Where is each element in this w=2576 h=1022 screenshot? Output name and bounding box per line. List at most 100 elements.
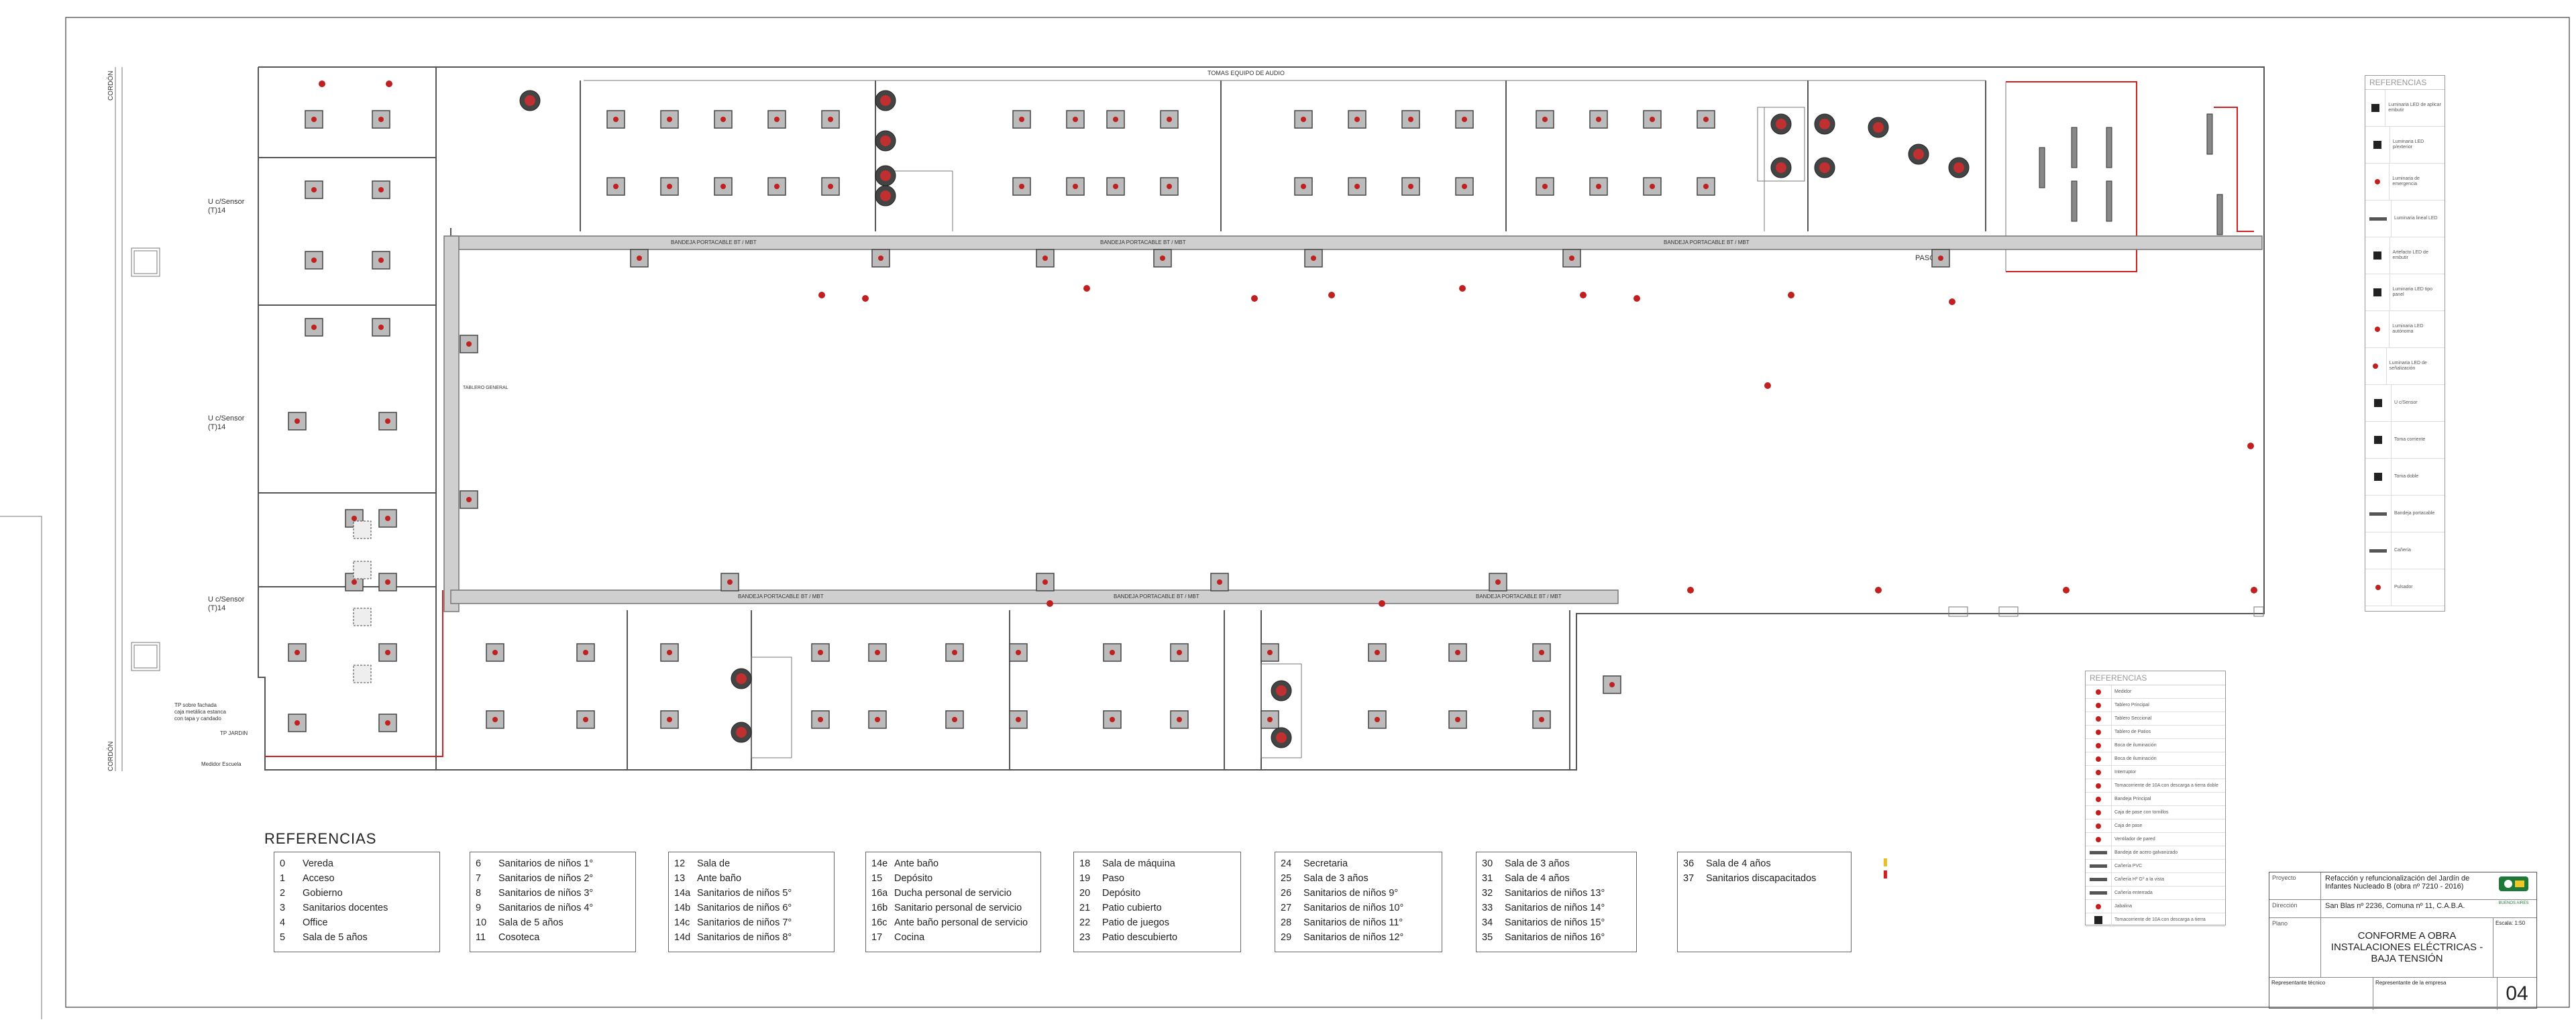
reference-text: Sanitarios de niños 14°	[1505, 903, 1605, 913]
luminaire-center-icon	[378, 258, 384, 263]
emergency-light-icon	[353, 561, 372, 579]
socket-icon	[1580, 292, 1587, 298]
reference-text: Sala de máquina	[1102, 858, 1175, 869]
luminaire-center-icon	[1167, 117, 1172, 122]
circle-icon	[2086, 685, 2112, 698]
luminaire-center-icon	[637, 255, 642, 261]
references-title: REFERENCIAS	[264, 830, 377, 847]
reference-number: 25	[1281, 873, 1292, 884]
round-luminaire-center-icon	[880, 190, 891, 201]
luminaire-center-icon	[1569, 255, 1574, 261]
luminaire-center-icon	[1462, 184, 1467, 189]
lower-room-walls	[627, 610, 1570, 770]
svg-text:con tapa y candado: con tapa y candado	[174, 716, 221, 722]
luminaire-icon	[305, 110, 323, 129]
reference-text: Sala de 4 años	[1505, 873, 1570, 884]
luminaire-center-icon	[1703, 184, 1709, 189]
color-swatch-red	[1884, 870, 1887, 878]
circle-icon	[2365, 348, 2387, 384]
reference-number: 32	[1482, 888, 1493, 899]
reference-text: Ante baño personal de servicio	[894, 917, 1028, 928]
reference-number: 4	[280, 917, 286, 928]
outlet-icon	[2365, 459, 2392, 495]
linear-luminaire-icon	[2206, 113, 2213, 155]
bar-icon	[2086, 846, 2112, 859]
reference-text: Sala de 5 años	[303, 932, 368, 943]
plano-title-1: CONFORME A OBRA	[2357, 930, 2457, 942]
color-swatch-yellow	[1884, 858, 1887, 866]
luminaire-center-icon	[311, 258, 317, 263]
luminaire-center-icon	[1113, 184, 1118, 189]
symbols-legend: REFERENCIAS Luminaria LED de aplicar emb…	[2365, 75, 2445, 612]
reference-text: Cocina	[894, 932, 925, 943]
legend-row: Cañería PVC	[2086, 860, 2225, 873]
luminaire-center-icon	[378, 187, 384, 192]
luminaire-center-icon	[1650, 184, 1655, 189]
legend-row: Interruptor	[2086, 766, 2225, 779]
legend-row: Tablero de Patios	[2086, 726, 2225, 739]
legend-row: Caja de pase	[2086, 819, 2225, 833]
svg-text:TABLERO GENERAL: TABLERO GENERAL	[463, 386, 508, 390]
luminaire-center-icon	[613, 184, 619, 189]
legend-row: Bandeja Principal	[2086, 793, 2225, 806]
linear-luminaire-icon	[2039, 147, 2045, 188]
reference-text: Sanitarios discapacitados	[1706, 873, 1817, 884]
round-luminaire-center-icon	[1913, 149, 1924, 160]
luminaire-icon	[1562, 249, 1581, 268]
legend-text: Luminaria de emergencia	[2392, 176, 2420, 186]
reference-text: Sanitarios de niños 7°	[697, 917, 792, 928]
luminaire-center-icon	[466, 341, 472, 347]
luminaire-center-icon	[1016, 717, 1021, 722]
legend-row: Toma corriente	[2365, 422, 2445, 459]
legend-row: Medidor	[2086, 685, 2225, 699]
legend-text: Luminaria LED autónoma	[2392, 324, 2424, 334]
buenos-aires-logo: BUENOS AIRES	[2495, 875, 2532, 905]
luminaire-center-icon	[1042, 579, 1048, 585]
luminaire-center-icon	[583, 650, 588, 655]
luminaire-center-icon	[1455, 717, 1460, 722]
reference-text: Sanitarios de niños 16°	[1505, 932, 1605, 943]
reference-text: Depósito	[894, 873, 933, 884]
reference-number: 16c	[871, 917, 888, 928]
circle-icon	[2086, 819, 2112, 832]
cable-tray-vertical	[443, 235, 460, 612]
luminaire-center-icon	[774, 117, 780, 122]
logo-text: BUENOS AIRES	[2498, 901, 2529, 905]
luminaire-center-icon	[818, 717, 823, 722]
luminaire-center-icon	[311, 325, 317, 330]
reference-number: 14e	[871, 858, 888, 869]
proyecto-label: Proyecto	[2269, 872, 2321, 899]
reference-number: 31	[1482, 873, 1493, 884]
svg-text:U c/Sensor: U c/Sensor	[208, 414, 245, 422]
square-box-icon	[2086, 913, 2112, 926]
legend-text: Bandeja de acero galvanizado	[2114, 850, 2178, 855]
round-luminaire-center-icon	[880, 170, 891, 181]
reference-text: Secretaria	[1303, 858, 1348, 869]
luminaire-center-icon	[774, 184, 780, 189]
luminaire-center-icon	[818, 650, 823, 655]
paso-label: PASO	[1915, 254, 1935, 262]
square-box-icon	[2365, 127, 2390, 163]
luminaire-center-icon	[667, 184, 672, 189]
legend-text: Tablero de Patios	[2114, 729, 2151, 734]
luminaire-icon	[1448, 710, 1467, 729]
luminaire-center-icon	[1110, 717, 1115, 722]
linear-luminaire-icon	[2071, 180, 2078, 222]
legend-row: Tomacorriente de 10A con descarga a tier…	[2086, 913, 2225, 927]
circle-icon	[2086, 699, 2112, 712]
legend-text: Bandeja Principal	[2114, 796, 2151, 801]
round-luminaire-center-icon	[1819, 119, 1830, 129]
legend-row: Boca de iluminación	[2086, 739, 2225, 752]
luminaire-center-icon	[1019, 117, 1024, 122]
svg-text:BANDEJA PORTACABLE BT / MBT: BANDEJA PORTACABLE BT / MBT	[738, 593, 824, 600]
luminaire-center-icon	[1167, 184, 1172, 189]
reference-text: Ante baño	[894, 858, 939, 869]
